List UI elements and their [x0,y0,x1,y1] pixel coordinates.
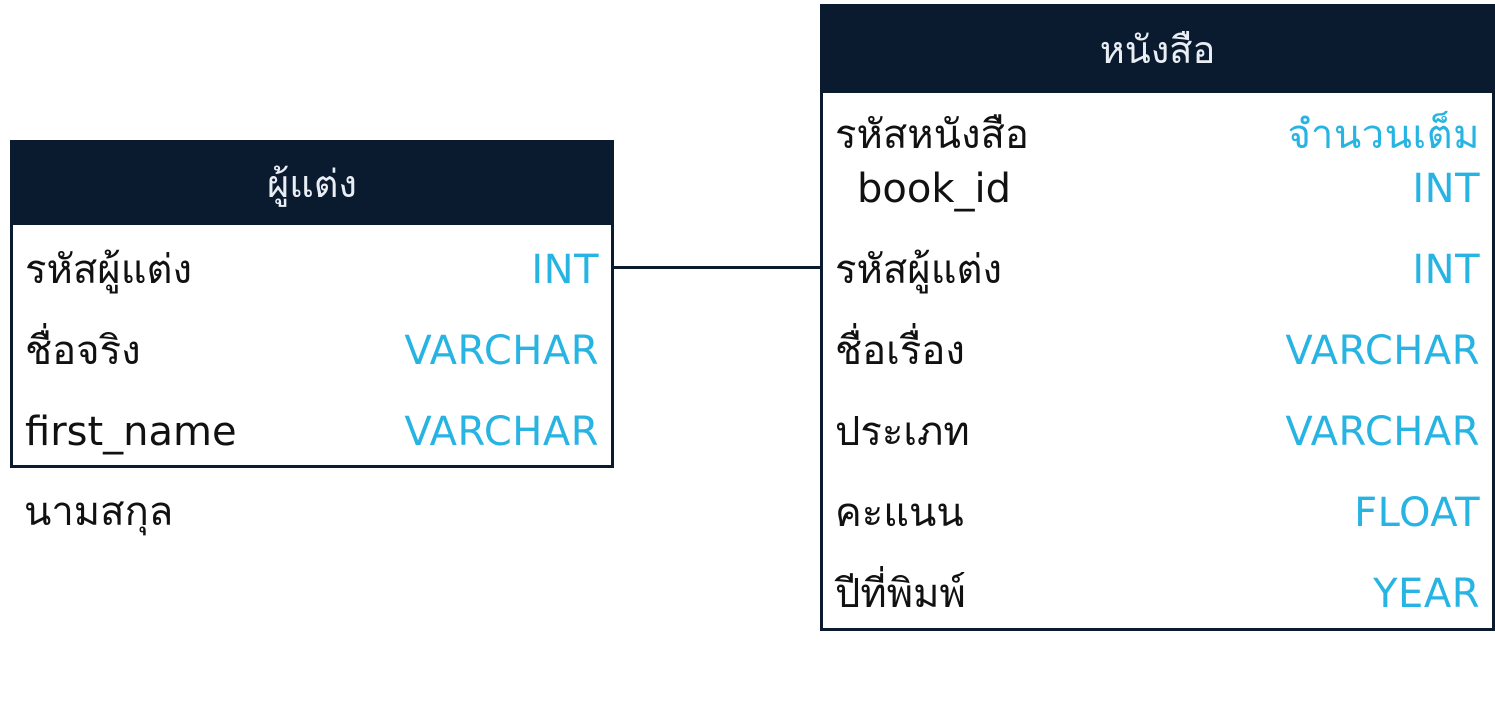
column-name: first_name [25,409,237,455]
books-row-genre: ประเภท VARCHAR [823,402,1492,462]
column-type: VARCHAR [1285,409,1480,455]
column-type: VARCHAR [1285,328,1480,374]
column-type: VARCHAR [404,409,599,455]
relationship-line [614,266,822,269]
books-row-rating: คะแนน FLOAT [823,483,1492,543]
column-type: INT [1412,166,1480,212]
authors-outside-field-label: นามสกุล [24,489,174,535]
column-name: ปีที่พิมพ์ [835,571,966,617]
authors-row-first-name: first_name VARCHAR [13,402,611,462]
column-name: รหัสผู้แต่ง [835,247,1002,293]
column-type: จำนวนเต็ม [1287,112,1480,158]
column-type: INT [1412,247,1480,293]
column-type: YEAR [1373,571,1480,617]
column-type: FLOAT [1354,490,1480,536]
books-table: หนังสือ รหัสหนังสือ จำนวนเต็ม book_id IN… [820,4,1495,631]
authors-table-title: ผู้แต่ง [13,143,611,225]
authors-row-author-id: รหัสผู้แต่ง INT [13,240,611,300]
books-row-book-id: book_id INT [823,159,1492,219]
books-table-title: หนังสือ [823,7,1492,93]
column-type: VARCHAR [404,328,599,374]
column-name: คะแนน [835,490,964,536]
column-name: รหัสหนังสือ [835,112,1029,158]
authors-row-real-name: ชื่อจริง VARCHAR [13,321,611,381]
books-row-publish-year: ปีที่พิมพ์ YEAR [823,564,1492,624]
column-name: ประเภท [835,409,970,455]
column-type: INT [531,247,599,293]
books-row-author-id: รหัสผู้แต่ง INT [823,240,1492,300]
books-row-title: ชื่อเรื่อง VARCHAR [823,321,1492,381]
authors-table: ผู้แต่ง รหัสผู้แต่ง INT ชื่อจริง VARCHAR… [10,140,614,468]
books-row-book-id-thai: รหัสหนังสือ จำนวนเต็ม [823,105,1492,165]
column-name: รหัสผู้แต่ง [25,247,192,293]
column-name: ชื่อจริง [25,328,141,374]
column-name: book_id [857,166,1012,212]
column-name: ชื่อเรื่อง [835,328,965,374]
